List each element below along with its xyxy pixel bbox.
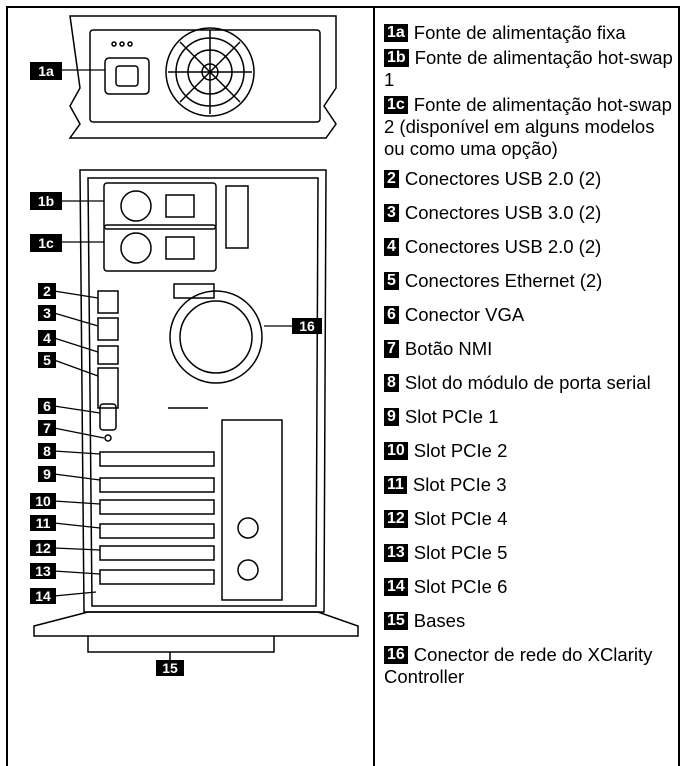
callout-12: 12 <box>35 540 51 556</box>
callout-14: 14 <box>35 588 51 604</box>
column-divider <box>373 6 375 766</box>
callout-16: 16 <box>299 318 315 334</box>
fixed-psu-housing <box>68 15 337 139</box>
table-frame <box>6 6 680 766</box>
xcc-vent <box>169 290 263 384</box>
tower-chassis <box>79 169 327 613</box>
callout-1a: 1a <box>38 63 54 79</box>
callout-11: 11 <box>36 515 51 531</box>
callout-3: 3 <box>43 305 51 321</box>
fixed-psu-fan <box>165 27 255 117</box>
callout-15: 15 <box>162 660 178 676</box>
callout-4: 4 <box>43 330 51 346</box>
hotswap-psu-bay-1 <box>103 182 217 230</box>
callout-6: 6 <box>43 398 51 414</box>
callout-9: 9 <box>43 466 51 482</box>
hotswap-psu-bay-2 <box>103 224 217 272</box>
callout-7: 7 <box>43 420 51 436</box>
callout-1b: 1b <box>38 193 54 209</box>
callout-5: 5 <box>43 352 51 368</box>
server-rear-diagram: 1a 1b 1c 2 3 4 5 6 7 8 9 10 11 12 13 14 … <box>30 15 359 676</box>
callout-8: 8 <box>43 443 51 459</box>
callout-1c: 1c <box>38 235 54 251</box>
callout-13: 13 <box>35 563 51 579</box>
callout-2: 2 <box>43 283 51 299</box>
callout-10: 10 <box>35 493 51 509</box>
feet <box>33 611 359 637</box>
